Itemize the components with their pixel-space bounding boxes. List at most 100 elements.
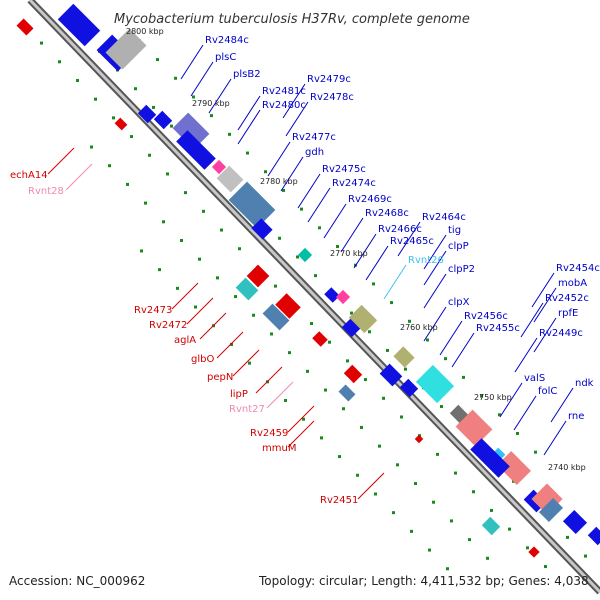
leader-line	[190, 61, 214, 97]
gene-label-right: plsB2	[233, 69, 261, 80]
gene-label-right: valS	[524, 373, 545, 384]
tick-dot	[314, 274, 317, 278]
forward-gene-block	[324, 287, 340, 303]
gene-label-left: pepN	[207, 372, 233, 383]
leader-line	[353, 233, 377, 269]
forward-gene-block	[211, 159, 227, 175]
tick-dot	[450, 519, 453, 523]
tick-dot	[234, 295, 237, 299]
leader-line-layer	[47, 44, 574, 500]
tick-dot	[486, 556, 489, 560]
tick-dot	[264, 170, 267, 174]
tick-dot	[444, 357, 447, 361]
tick-dot	[202, 209, 205, 213]
forward-gene-block	[399, 378, 419, 398]
tick-dot	[368, 330, 371, 334]
tick-dot	[472, 490, 475, 494]
tick-dot	[468, 538, 471, 542]
tick-dot	[440, 405, 443, 409]
gene-label-left: Rvnt27	[229, 404, 265, 415]
tick-dot	[516, 431, 519, 435]
tick-dot	[400, 415, 403, 419]
gene-label-right: Rv2478c	[310, 92, 354, 103]
tick-dot	[386, 348, 389, 352]
forward-gene-block	[176, 130, 216, 170]
tick-dot	[534, 450, 537, 454]
leader-line	[397, 221, 421, 257]
leader-line	[199, 312, 227, 340]
tick-dot	[526, 546, 529, 550]
leader-line	[171, 282, 199, 310]
tick-dot	[216, 276, 219, 280]
reverse-gene-block	[481, 516, 501, 536]
gene-label-right: clpX	[448, 297, 470, 308]
leader-line	[357, 472, 385, 500]
leader-line	[499, 382, 523, 418]
forward-gene-block	[153, 110, 173, 130]
tick-dot	[410, 529, 413, 533]
tick-dot	[130, 135, 133, 139]
gene-label-right: rpfE	[558, 308, 578, 319]
tick-dot	[566, 535, 569, 539]
tick-dot	[76, 78, 79, 82]
tick-dot	[378, 444, 381, 448]
forward-gene-block	[137, 104, 157, 124]
gene-label-right: clpP	[448, 241, 469, 252]
tick-dot	[140, 249, 143, 253]
tick-dot	[194, 305, 197, 309]
forward-gene-block	[497, 451, 531, 485]
reverse-gene-block	[312, 331, 328, 347]
leader-line	[451, 332, 475, 368]
gene-label-right: Rvnt26	[408, 255, 444, 266]
tick-dot	[498, 413, 501, 417]
leader-line	[282, 83, 306, 119]
gene-label-right: mobA	[558, 278, 587, 289]
tick-dot	[364, 378, 367, 382]
tick-dot	[426, 338, 429, 342]
kbp-marker-label: 2770 kbp	[330, 249, 368, 258]
forward-gene-block	[105, 28, 147, 70]
leader-line	[543, 420, 567, 456]
leader-line	[340, 217, 364, 253]
tick-dot	[338, 455, 341, 459]
gene-label-right: Rv2468c	[365, 208, 409, 219]
leader-line	[287, 405, 315, 433]
leader-line	[237, 95, 261, 131]
backbone-core	[28, 0, 600, 594]
gene-label-left: Rv2451	[320, 495, 358, 506]
gene-label-right: Rv2481c	[262, 86, 306, 97]
leader-line	[383, 264, 407, 300]
forward-gene-block	[415, 364, 455, 404]
leader-line	[513, 395, 537, 431]
gene-label-right: rne	[568, 411, 584, 422]
gene-label-right: clpP2	[448, 264, 475, 275]
gene-label-right: Rv2456c	[464, 311, 508, 322]
tick-dot	[320, 436, 323, 440]
tick-dot	[296, 255, 299, 259]
tick-dot	[544, 565, 547, 569]
tick-dot	[414, 482, 417, 486]
reverse-gene-block	[343, 364, 363, 384]
leader-line	[237, 109, 261, 145]
gene-label-left: Rvnt28	[28, 186, 64, 197]
leader-line	[514, 337, 538, 373]
reverse-gene-block	[338, 384, 356, 402]
gene-label-right: Rv2484c	[205, 35, 249, 46]
tick-dot	[134, 87, 137, 91]
tick-dot	[220, 228, 223, 232]
forward-gene-block	[57, 3, 101, 47]
leader-line	[550, 387, 574, 423]
reverse-gene-block	[262, 303, 290, 331]
tick-dot	[108, 164, 111, 168]
gene-label-right: Rv2465c	[390, 236, 434, 247]
leader-line	[520, 302, 544, 338]
gene-label-right: Rv2480c	[262, 100, 306, 111]
reverse-gene-block	[414, 434, 424, 444]
tick-dot	[152, 105, 155, 109]
leader-line	[423, 234, 447, 270]
forward-gene-block	[348, 304, 378, 334]
kbp-marker-label: 2780 kbp	[260, 177, 298, 186]
tick-dot	[350, 311, 353, 315]
